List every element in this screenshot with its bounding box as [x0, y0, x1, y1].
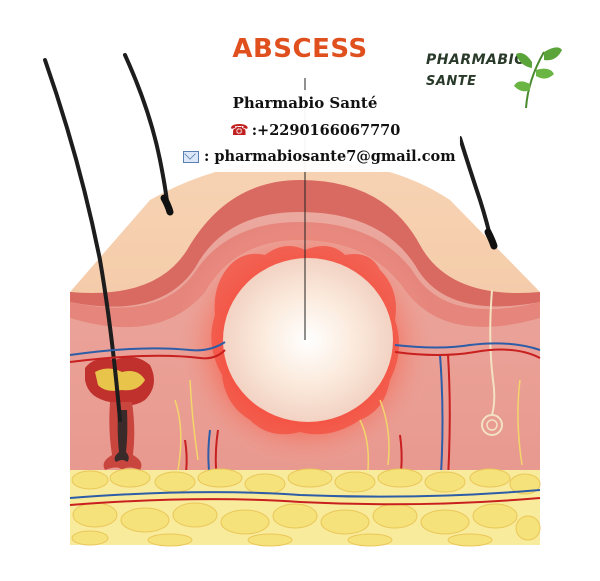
email-icon [183, 150, 199, 163]
page-title: ABSCESS [232, 34, 368, 64]
nerve-fibers [174, 379, 523, 471]
email-line: : pharmabiosante7@gmail.com [183, 148, 456, 165]
nerve-ending [481, 414, 503, 436]
phone-icon: ☎ [230, 121, 249, 139]
email-address: : pharmabiosante7@gmail.com [204, 148, 456, 165]
logo-line2: SANTE [426, 74, 477, 89]
epidermis-dome [70, 180, 540, 307]
nerve [489, 289, 496, 416]
phone-line: ☎ :+2290166067770 [230, 121, 400, 139]
pharmabio-logo: PHARMABIO SANTE [418, 40, 568, 110]
fat-layer [70, 468, 541, 547]
abscess-pocket [223, 258, 393, 422]
company-name: Pharmabio Santé [232, 94, 378, 112]
leaf-icon [514, 47, 562, 109]
logo-line1: PHARMABIO [426, 52, 527, 68]
phone-number: :+2290166067770 [251, 121, 401, 139]
hair-left-2 [123, 53, 170, 212]
hair-left-1 [43, 58, 122, 422]
